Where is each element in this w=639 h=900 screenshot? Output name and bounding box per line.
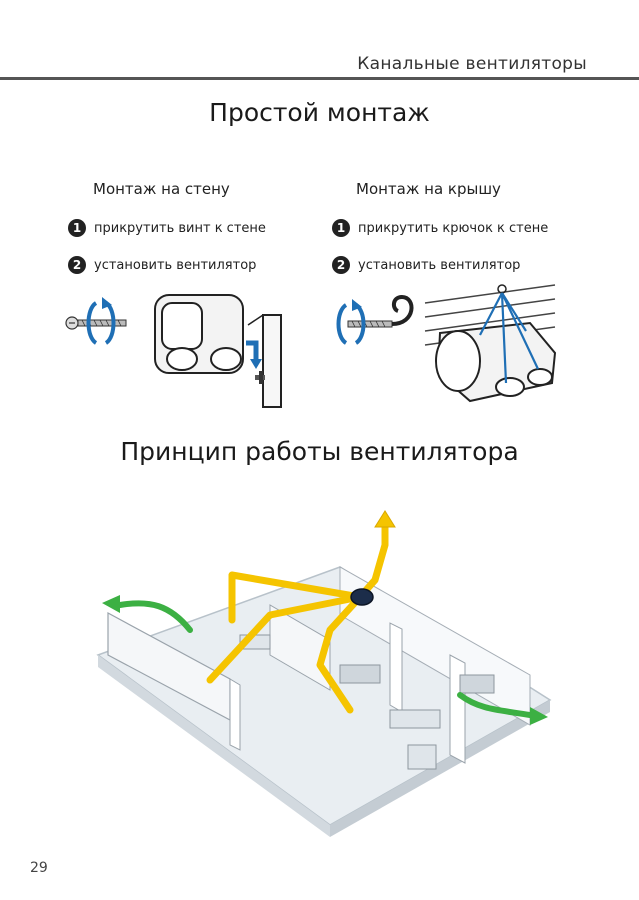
header-title: Канальные вентиляторы bbox=[357, 54, 587, 74]
mounting-title: Простой монтаж bbox=[209, 98, 430, 127]
wall-step-2-text: установить вентилятор bbox=[94, 257, 257, 273]
wall-step-1-text: прикрутить винт к стене bbox=[94, 220, 266, 236]
wall-step-2: 2 установить вентилятор bbox=[68, 255, 256, 275]
step-number-badge: 2 bbox=[332, 256, 350, 274]
air-duct bbox=[206, 521, 389, 714]
airflow-arrow-icon bbox=[102, 595, 193, 633]
roof-mount-title: Монтаж на крышу bbox=[356, 180, 501, 198]
wall-plate-icon bbox=[247, 314, 282, 408]
principle-title: Принцип работы вентилятора bbox=[120, 437, 519, 466]
roof-step-1-text: прикрутить крючок к стене bbox=[358, 220, 549, 236]
roof-mount-illustration bbox=[336, 284, 557, 403]
step-number-badge: 1 bbox=[332, 219, 350, 237]
exhaust-arrow-icon bbox=[374, 510, 396, 528]
rotate-arrow-icon bbox=[336, 299, 366, 345]
roof-step-1: 1 прикрутить крючок к стене bbox=[332, 218, 548, 238]
airflow-arrow-icon bbox=[457, 692, 548, 725]
ventilation-principle-illustration bbox=[96, 510, 552, 837]
screw-icon bbox=[65, 316, 127, 330]
down-arrow-icon bbox=[246, 340, 262, 369]
fan-unit-icon bbox=[154, 294, 244, 374]
step-number-badge: 1 bbox=[68, 219, 86, 237]
page-header: Канальные вентиляторы bbox=[0, 48, 639, 82]
page-number: 29 bbox=[30, 860, 48, 876]
screw-icon bbox=[255, 371, 265, 384]
ceiling-slats-icon bbox=[424, 284, 556, 346]
step-number-badge: 2 bbox=[68, 256, 86, 274]
rotate-arrow-icon bbox=[86, 297, 116, 345]
floor-plan bbox=[96, 566, 552, 837]
wall-step-1: 1 прикрутить винт к стене bbox=[68, 218, 266, 238]
wall-mount-title: Монтаж на стену bbox=[93, 180, 230, 198]
fan-unit-icon bbox=[435, 321, 557, 403]
roof-step-2-text: установить вентилятор bbox=[358, 257, 521, 273]
fan-unit-icon bbox=[350, 588, 374, 606]
hanging-straps bbox=[479, 284, 539, 384]
wall-mount-illustration bbox=[65, 294, 282, 408]
roof-step-2: 2 установить вентилятор bbox=[332, 255, 520, 275]
header-rule bbox=[0, 77, 639, 80]
hook-icon bbox=[347, 294, 414, 328]
